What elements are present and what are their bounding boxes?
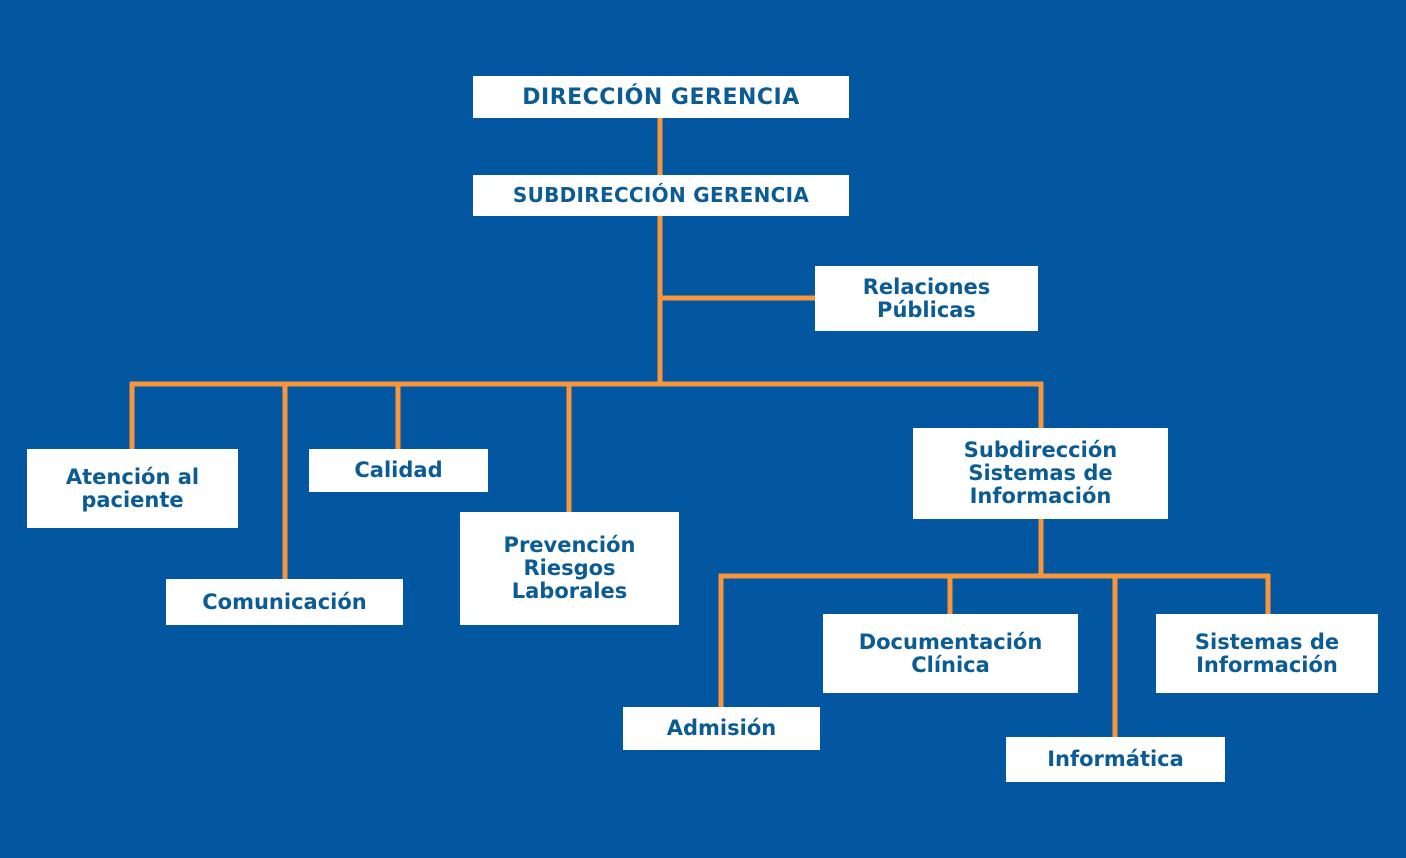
node-subdireccion-gerencia: SUBDIRECCIÓN GERENCIA — [473, 175, 849, 216]
node-admision: Admisión — [623, 707, 820, 750]
node-direccion-gerencia: DIRECCIÓN GERENCIA — [473, 76, 849, 118]
node-prevencion-riesgos-laborales: Prevención Riesgos Laborales — [460, 512, 679, 625]
node-comunicacion: Comunicación — [166, 579, 403, 625]
node-calidad: Calidad — [309, 449, 488, 492]
node-documentacion-clinica: Documentación Clínica — [823, 614, 1078, 693]
node-atencion-paciente: Atención al paciente — [27, 449, 238, 528]
node-relaciones-publicas: Relaciones Públicas — [815, 266, 1038, 331]
node-informatica: Informática — [1006, 737, 1225, 782]
node-sistemas-informacion: Sistemas de Información — [1156, 614, 1378, 693]
node-subdireccion-sistemas-informacion: Subdirección Sistemas de Información — [913, 428, 1168, 519]
